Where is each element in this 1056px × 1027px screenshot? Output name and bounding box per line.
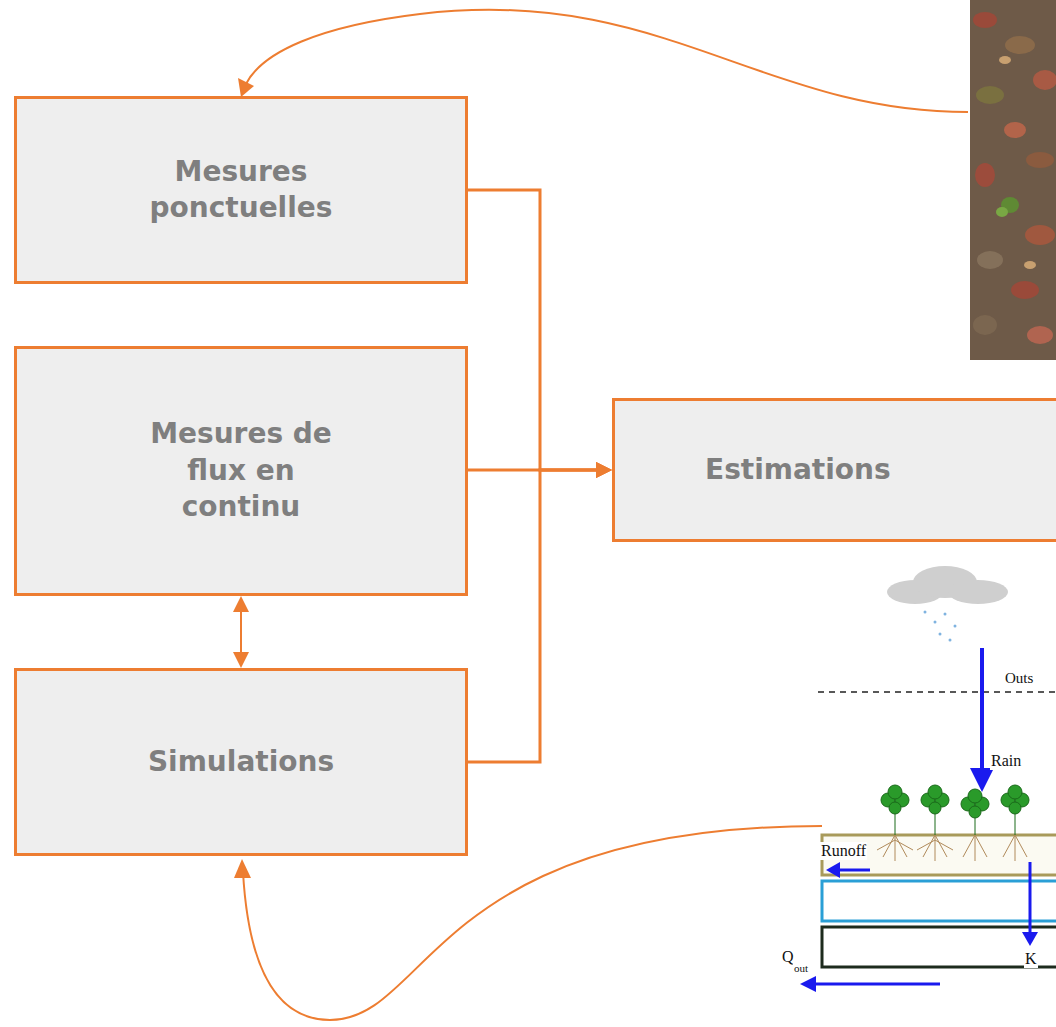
box-content: Estimations bbox=[705, 452, 891, 488]
connector bbox=[468, 462, 612, 762]
roof-photo bbox=[970, 0, 1056, 360]
connector-line bbox=[468, 470, 600, 762]
box-label: Mesures de flux en continu bbox=[141, 416, 341, 525]
arrow-head bbox=[596, 462, 612, 478]
annotation-label: Runoff bbox=[820, 842, 867, 860]
annotation-label: out bbox=[793, 962, 809, 974]
arrow-head bbox=[233, 652, 249, 668]
connector-line bbox=[468, 190, 600, 470]
box-label: Simulations bbox=[148, 744, 334, 780]
connector-line bbox=[240, 608, 242, 656]
roof-model bbox=[800, 566, 1056, 992]
box-label: Estimations bbox=[705, 452, 891, 488]
arrow-head bbox=[233, 596, 249, 612]
process-box: Mesures de flux en continu bbox=[14, 346, 468, 596]
arrow-head bbox=[596, 462, 612, 478]
arrow-head bbox=[238, 78, 254, 97]
annotation-label: K bbox=[1024, 950, 1038, 968]
annotation-label: Rain bbox=[990, 752, 1022, 770]
box-content: Simulations bbox=[148, 744, 334, 780]
box-label: Mesures ponctuelles bbox=[121, 154, 361, 227]
box-content: Mesures ponctuelles bbox=[121, 154, 361, 227]
box-content: Mesures de flux en continu bbox=[141, 416, 341, 525]
process-box: Mesures ponctuelles bbox=[14, 96, 468, 284]
process-box: Estimations bbox=[612, 398, 1056, 542]
arrow-head bbox=[596, 462, 612, 478]
annotation-label: Outs bbox=[1004, 670, 1034, 687]
connector bbox=[468, 190, 612, 478]
process-box: Simulations bbox=[14, 668, 468, 856]
arrow-head bbox=[234, 859, 251, 878]
connector bbox=[233, 596, 249, 668]
